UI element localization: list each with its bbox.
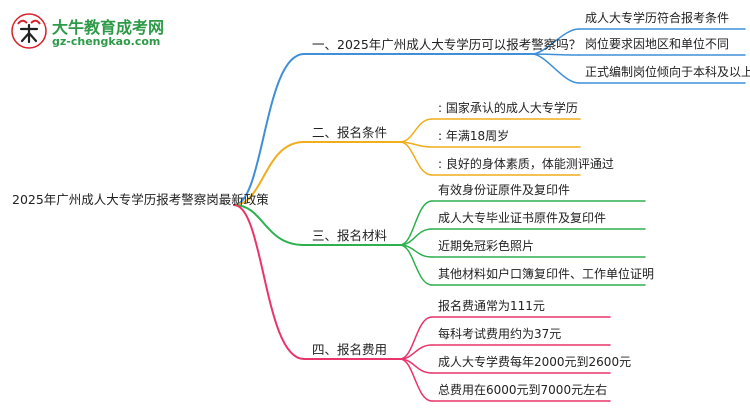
leaf-label-1-2: 岗位要求因地区和单位不同	[585, 37, 730, 51]
leaf-label-1-3: 正式编制岗位倾向于本科及以上	[585, 65, 750, 79]
logo-brand-text: 大牛教育成考网	[52, 18, 165, 37]
branch-label-1: 一、2025年广州成人大专学历可以报考警察吗？	[312, 37, 582, 52]
leaf-label-1-1: 成人大专学历符合报考条件	[585, 11, 730, 25]
leaf-label-4-1: 报名费通常为111元	[438, 299, 545, 313]
leaf-connector-4-4	[399, 358, 433, 402]
branch-connector-1	[233, 53, 305, 206]
bull-logo-icon	[11, 13, 47, 49]
leaf-connector-2-3	[399, 141, 433, 176]
branch-label-2: 二、报名条件	[312, 125, 388, 140]
leaf-label-3-4: 其他材料如户口簿复印件、工作单位证明	[438, 267, 655, 281]
leaf-label-2-3: : 良好的身体素质，体能测评通过	[438, 157, 614, 171]
branch-connector-3	[233, 204, 305, 246]
site-logo[interactable]: 大牛教育成考网 gz-chengkao.com	[10, 12, 170, 52]
branch-connector-4	[233, 204, 305, 360]
branch-connector-2	[233, 141, 305, 206]
leaf-label-3-3: 近期免冠彩色照片	[438, 239, 535, 253]
leaf-connector-2-1	[399, 118, 433, 143]
root-topic: 2025年广州成人大专学历报考警察岗最新政策	[12, 192, 269, 207]
leaf-label-4-3: 成人大专学费每年2000元到2600元	[438, 355, 632, 369]
branch-label-4: 四、报名费用	[312, 342, 388, 357]
branch-label-3: 三、报名材料	[312, 228, 388, 243]
leaf-label-2-1: : 国家承认的成人大专学历	[438, 101, 578, 115]
leaf-label-2-2: : 年满18周岁	[438, 129, 510, 143]
leaf-label-3-1: 有效身份证原件及复印件	[438, 183, 571, 197]
leaf-label-4-4: 总费用在6000元到7000元左右	[438, 383, 608, 397]
leaf-connector-4-1	[399, 316, 433, 360]
leaf-connector-3-1	[399, 200, 433, 246]
logo-site-url: gz-chengkao.com	[52, 35, 161, 48]
leaf-connector-1-2	[531, 53, 580, 56]
leaf-label-4-2: 每科考试费用约为37元	[438, 327, 562, 341]
leaf-label-3-2: 成人大专毕业证书原件及复印件	[438, 211, 607, 225]
leaf-connector-3-4	[399, 244, 433, 286]
leaf-connector-1-3	[531, 53, 580, 84]
